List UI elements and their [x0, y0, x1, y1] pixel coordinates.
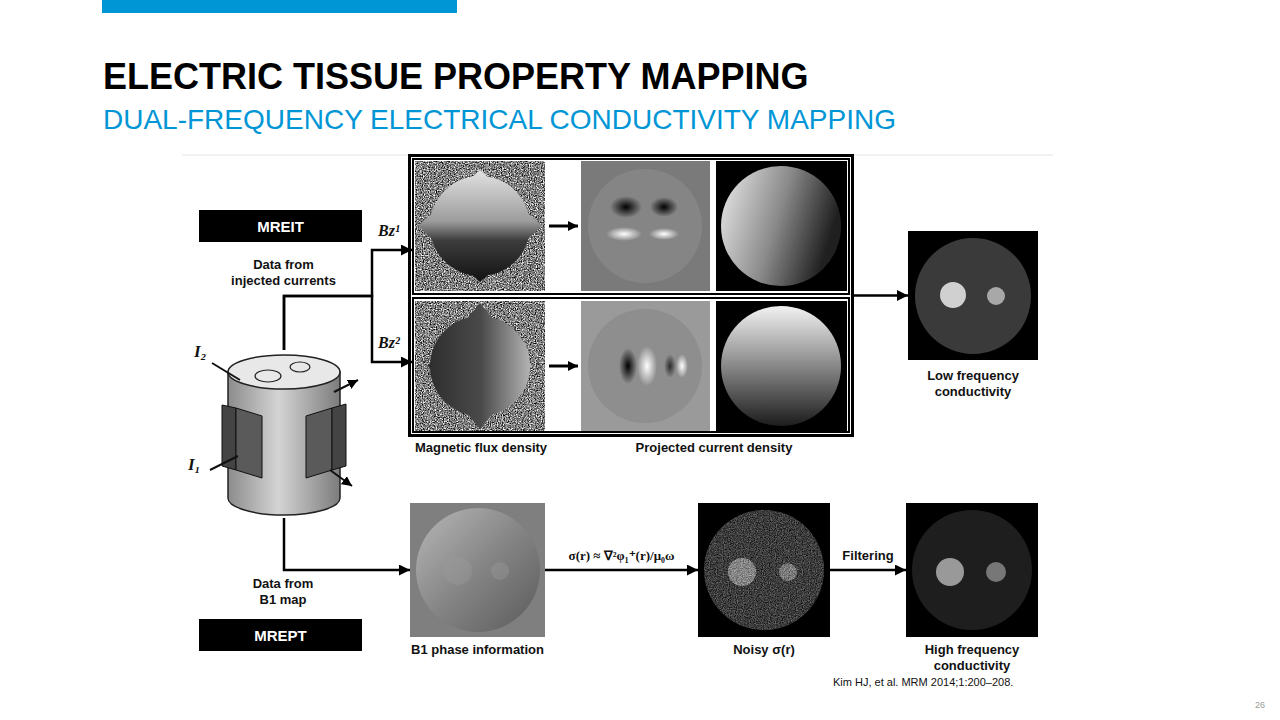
noise-overlay — [704, 510, 824, 630]
method-box: MREIT — [199, 210, 362, 242]
cylinder-top — [228, 355, 340, 389]
current-lobe — [650, 197, 678, 217]
slide-title: ELECTRIC TISSUE PROPERTY MAPPING — [103, 56, 808, 98]
inclusion — [987, 287, 1005, 305]
noise-background — [415, 161, 545, 291]
image-caption: Low frequency conductivity — [903, 368, 1043, 400]
edge-label: Filtering — [840, 548, 895, 564]
inclusion — [936, 558, 964, 586]
inclusion — [986, 562, 1006, 582]
conductivity-map — [704, 510, 824, 630]
mreit-panel: Magnetic flux densityProjected current d… — [408, 154, 854, 437]
connector-arrow — [545, 569, 698, 572]
field-label: Bz² — [378, 334, 400, 352]
field-label: Bz¹ — [378, 222, 400, 240]
connector-arrow — [284, 296, 412, 362]
image-background — [716, 301, 847, 431]
page-number: 26 — [1255, 700, 1265, 710]
flux-map — [428, 303, 532, 429]
connector-arrow — [830, 569, 906, 572]
current-lobe — [664, 354, 676, 378]
electrode — [332, 404, 346, 470]
inclusion — [491, 562, 509, 580]
image-background — [581, 161, 710, 291]
edge-label: σ(r) ≈ ∇²φ₁⁺(r)/μ₀ω — [567, 548, 677, 564]
inclusion — [444, 557, 472, 585]
field-row: Bz¹ — [412, 158, 850, 295]
citation: Kim HJ, et al. MRM 2014;1:200–208. — [833, 676, 1013, 688]
flux-map — [418, 170, 542, 282]
current-lobe — [637, 346, 657, 386]
current-label: I₁ — [188, 455, 201, 475]
noisy-image: Noisy σ(r) — [698, 503, 830, 637]
image-background — [716, 161, 847, 291]
current-lobe — [619, 348, 637, 384]
column-caption: Projected current density — [636, 440, 793, 456]
step-arrow — [549, 225, 578, 228]
current-lead — [210, 456, 238, 470]
result-image: High frequency conductivity — [906, 503, 1038, 637]
current-lead — [212, 363, 240, 380]
image-caption: Noisy σ(r) — [733, 642, 795, 658]
noise-background — [415, 301, 545, 431]
current-arrow — [334, 380, 358, 392]
current-map — [721, 166, 841, 286]
image-caption: B1 phase information — [411, 642, 544, 658]
conductivity-map — [915, 238, 1031, 354]
path-note: Data from B1 map — [245, 576, 321, 608]
phase-image: B1 phase information — [410, 503, 545, 637]
image-background — [698, 503, 830, 637]
image-background — [906, 503, 1038, 637]
phase-map — [416, 508, 540, 632]
image-background — [581, 301, 710, 431]
current-arrow — [330, 470, 352, 486]
current-map — [588, 169, 702, 283]
phantom-node: I₂I₁ — [218, 350, 350, 518]
conductivity-map — [912, 510, 1032, 630]
image-caption: High frequency conductivity — [902, 642, 1042, 674]
current-label: I₂ — [194, 342, 207, 362]
current-map — [588, 309, 702, 423]
connector-arrow — [284, 518, 410, 570]
current-lobe — [649, 228, 679, 240]
step-arrow — [549, 365, 578, 368]
electrode — [306, 408, 332, 478]
inclusion — [290, 362, 310, 372]
slide-subtitle: DUAL-FREQUENCY ELECTRICAL CONDUCTIVITY M… — [103, 104, 896, 136]
method-label: MREIT — [257, 218, 304, 235]
connector-arrow — [854, 294, 908, 297]
method-box: MREPT — [199, 619, 362, 651]
inclusion — [255, 370, 281, 382]
cylinder-body — [228, 372, 340, 515]
image-background — [908, 231, 1038, 360]
column-caption: Magnetic flux density — [415, 440, 547, 456]
phantom-illustration — [210, 355, 358, 515]
method-label: MREPT — [254, 627, 307, 644]
electrode — [236, 408, 262, 478]
image-background — [410, 503, 545, 637]
inclusion — [940, 282, 966, 308]
current-lobe — [676, 354, 688, 378]
current-map — [721, 306, 841, 426]
path-note: Data from injected currents — [229, 257, 338, 289]
field-row: Bz² — [412, 297, 850, 433]
result-image: Low frequency conductivity — [908, 231, 1038, 360]
current-lobe — [606, 227, 642, 241]
header-bar — [102, 0, 457, 13]
current-lobe — [610, 196, 642, 218]
connectors — [284, 250, 908, 570]
